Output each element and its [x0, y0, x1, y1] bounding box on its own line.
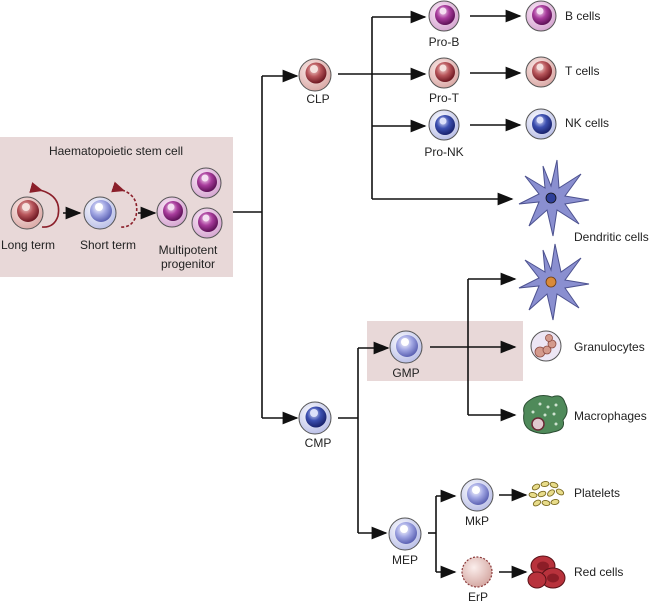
platelets [528, 480, 565, 507]
short-term-label: Short term [80, 238, 136, 252]
red-cells-label: Red cells [574, 565, 623, 579]
mkp-cell [460, 478, 494, 512]
gmp-cell [389, 330, 423, 364]
pro-b-label: Pro-B [429, 35, 460, 49]
cmp-cell [298, 401, 332, 435]
platelets-label: Platelets [574, 486, 620, 500]
self-renew-arrow [29, 182, 60, 228]
erp-cell [461, 556, 493, 588]
b-cells-label: B cells [565, 9, 600, 23]
pro-nk-cell [428, 109, 460, 141]
dendritic-cell-lymphoid [518, 159, 590, 237]
hsc-title: Haematopoietic stem cell [49, 144, 183, 158]
mep-label: MEP [392, 553, 418, 567]
mkp-label: MkP [465, 514, 489, 528]
long-term-label: Long term [1, 238, 55, 252]
mpp-label-2: progenitor [161, 257, 215, 271]
partial-self-renew-arrow [111, 181, 138, 228]
nk-cell [525, 108, 557, 140]
pro-b-cell [428, 0, 460, 32]
macrophage-cell [523, 395, 568, 435]
granulocytes-label: Granulocytes [574, 340, 645, 354]
t-cell [525, 56, 557, 88]
mpp-cells [156, 167, 223, 239]
short-term-cell [83, 196, 117, 230]
erp-label: ErP [468, 590, 488, 602]
pro-t-label: Pro-T [429, 91, 460, 105]
red-cells [527, 555, 566, 589]
granulocyte-cell [530, 330, 562, 362]
gmp-label: GMP [392, 366, 419, 380]
b-cell [525, 0, 557, 32]
clp-cell [298, 58, 332, 92]
nk-cells-label: NK cells [565, 116, 609, 130]
long-term-cell [10, 196, 44, 230]
cmp-label: CMP [305, 436, 332, 450]
clp-label: CLP [306, 92, 329, 106]
mpp-label-1: Multipotent [159, 243, 218, 257]
pro-nk-label: Pro-NK [424, 145, 463, 159]
mep-cell [388, 517, 422, 551]
pro-t-cell [428, 57, 460, 89]
dendritic-cells-label: Dendritic cells [574, 230, 649, 244]
dendritic-cell-myeloid [518, 243, 590, 321]
t-cells-label: T cells [565, 64, 599, 78]
macrophages-label: Macrophages [574, 409, 647, 423]
